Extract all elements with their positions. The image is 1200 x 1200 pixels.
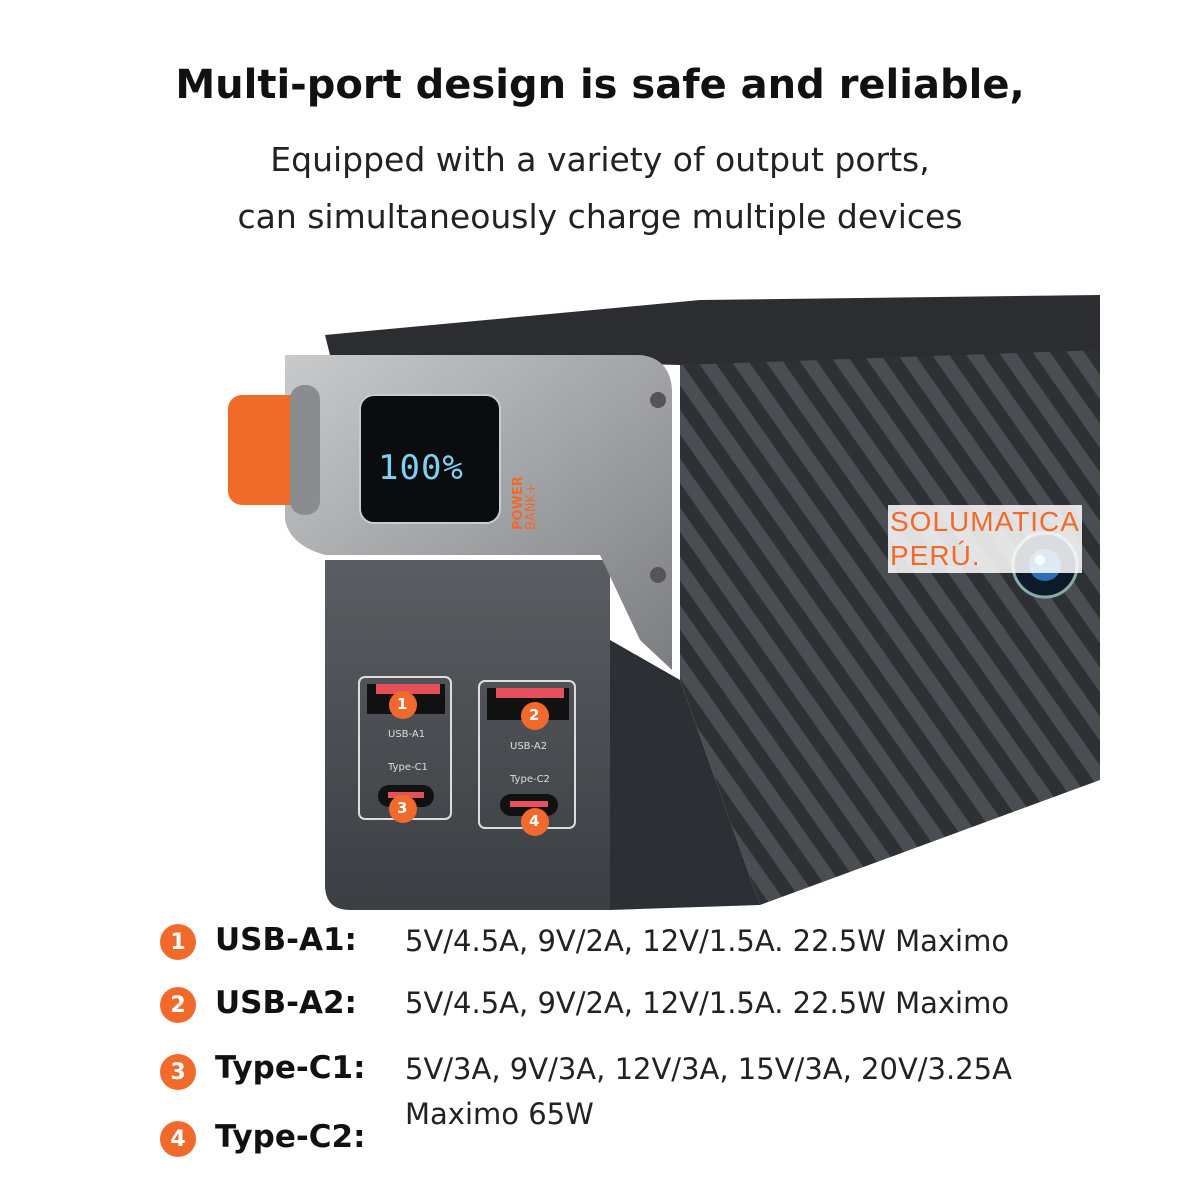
battery-percentage: 100%	[378, 448, 464, 488]
headline: Multi-port design is safe and reliable,	[175, 62, 1025, 108]
port-number-2: 2	[529, 706, 540, 724]
spec-number-badge: 4	[160, 1121, 196, 1157]
port-number-1: 1	[397, 695, 408, 713]
spec-row: 2	[160, 985, 196, 1025]
orange-handle	[228, 395, 308, 505]
spec-value: 5V/4.5A, 9V/2A, 12V/1.5A. 22.5W Maximo	[405, 924, 1010, 958]
port-number-3: 3	[397, 799, 408, 817]
spec-port: Type-C1:	[215, 1050, 366, 1086]
watermark: SOLUMATICA PERÚ.	[888, 505, 1082, 573]
spec-port: USB-A1:	[215, 922, 357, 958]
power-bank-image: 100% POWER BANK+ 1 2 3 4 USB-A1 USB-A2 T…	[0, 280, 1200, 920]
watermark-line2: PERÚ.	[890, 540, 981, 571]
spec-port: Type-C2:	[215, 1119, 366, 1155]
ribbed-side-panel	[680, 350, 1100, 905]
spec-row: 3	[160, 1052, 196, 1092]
spec-value: 5V/3A, 9V/3A, 12V/3A, 15V/3A, 20V/3.25A	[405, 1052, 1012, 1086]
watermark-line1: SOLUMATICA	[890, 506, 1080, 537]
subtitle-line-2: can simultaneously charge multiple devic…	[237, 197, 963, 236]
brand-label: POWER BANK+	[511, 476, 539, 530]
spec-value: 5V/4.5A, 9V/2A, 12V/1.5A. 22.5W Maximo	[405, 986, 1010, 1020]
power-bank-illustration	[228, 295, 1100, 910]
port-label-usb-a2: USB-A2	[510, 741, 548, 752]
brand-label-line2: BANK+	[524, 483, 539, 530]
port-label-type-c2: Type-C2	[510, 774, 550, 785]
spec-number-badge: 3	[160, 1054, 196, 1090]
port-label-type-c1: Type-C1	[388, 762, 428, 773]
lcd-display	[359, 394, 501, 524]
spec-number-badge: 1	[160, 924, 196, 960]
subtitle-line-1: Equipped with a variety of output ports,	[270, 140, 930, 179]
spec-row: 1	[160, 922, 196, 962]
spec-number-badge: 2	[160, 987, 196, 1023]
spec-port: USB-A2:	[215, 985, 357, 1021]
port-number-4: 4	[529, 812, 540, 830]
spec-row: 4	[160, 1119, 196, 1159]
port-label-usb-a1: USB-A1	[388, 729, 426, 740]
spec-value: Maximo 65W	[405, 1097, 594, 1131]
